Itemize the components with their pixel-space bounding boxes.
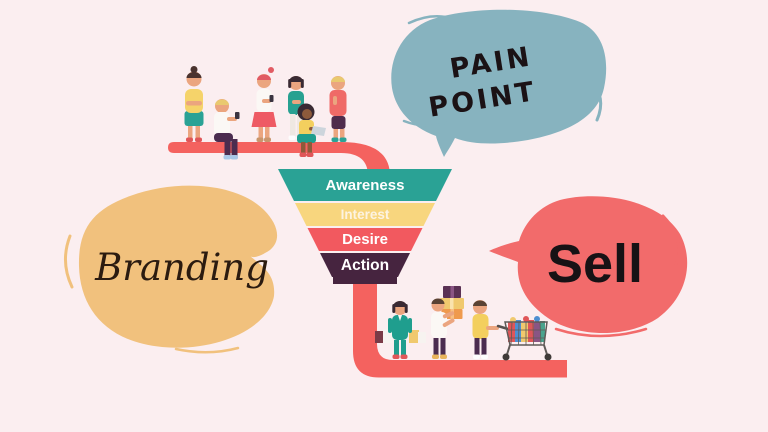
shoppers-group [375,286,552,361]
sales-funnel: Awareness Interest Desire Action [278,169,452,284]
shopping-bags-icon [375,329,426,343]
branding-blob: Branding [64,185,278,354]
branding-swoosh-lines [64,214,266,354]
funnel-stage-interest [295,203,435,226]
person-standing-man-coral [329,76,347,142]
branding-text: Branding [94,246,269,289]
person-sitting-man-phone [214,99,240,160]
funnel-stage-awareness [278,169,452,201]
funnel-label-action: Action [341,257,389,274]
funnel-label-awareness: Awareness [326,177,405,194]
shopping-cart-icon [496,316,552,361]
customer-journey-path [168,142,567,378]
audience-people-group [184,66,347,160]
smartphone-icon [235,112,240,119]
journey-path-bottom-segment [353,280,567,378]
journey-path-top-segment [168,142,390,176]
sell-bubble-shape [489,196,688,333]
person-standing-woman-red-skirt [251,67,277,142]
smartphone-icon [269,95,274,102]
pain-point-swoosh-lines [402,15,603,127]
sell-swoosh-lines [554,214,681,338]
funnel-label-interest: Interest [341,207,390,222]
funnel-stage-action [320,253,410,284]
person-standing-woman-yellow [184,66,204,142]
person-shopper-man-cart [472,300,499,359]
person-sitting-woman-laptop [297,103,326,157]
sell-bubble: Sell [489,196,688,338]
funnel-stage-desire [307,228,423,251]
laptop-icon [311,126,326,136]
sell-text: Sell [547,234,643,294]
pain-point-bubble-shape [391,9,607,158]
branding-blob-shape [78,185,278,348]
pain-point-bubble: PAIN POINT [391,9,607,158]
person-shopper-man-gift-boxes [431,286,464,359]
funnel-label-desire: Desire [342,231,388,248]
person-shopper-woman-bags [375,301,426,359]
